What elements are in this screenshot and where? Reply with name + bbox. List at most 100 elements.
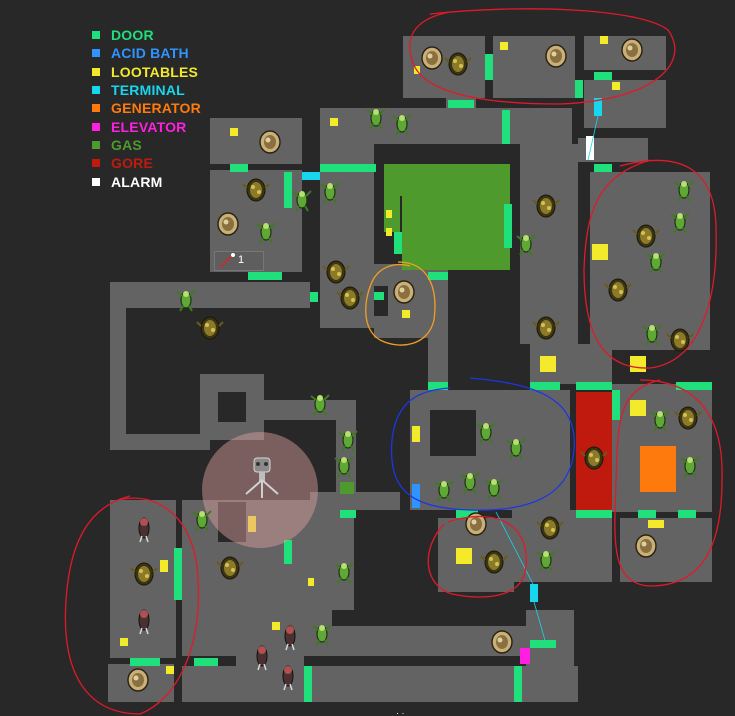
enemy-shadow-icon [196,316,224,340]
door [304,666,312,702]
legend-item-lootables: LOOTABLES [92,63,201,81]
legend-label: GORE [111,155,154,172]
legend-label: DOOR [111,27,154,44]
door [284,540,292,564]
room [210,118,302,164]
door [130,658,160,666]
tool-counter[interactable]: 1 [214,251,264,271]
lootable [166,666,174,674]
door [248,272,282,280]
generator [640,446,676,492]
door [394,232,402,254]
room [590,172,710,350]
room [310,510,354,610]
terminal [594,98,602,116]
lootable [412,426,420,442]
enemy-pouncer-icon [393,280,415,304]
enemy-scout-icon [138,609,150,635]
door [678,510,696,518]
enemy-pouncer-icon [635,534,657,558]
room [310,492,400,510]
door [502,110,510,144]
enemy-pouncer-icon [217,212,239,236]
lootable [330,118,338,126]
door [594,72,612,80]
lootable [230,128,238,136]
legend-swatch [92,122,100,131]
walls-layer [218,286,476,542]
terminal [302,172,320,180]
door [230,164,248,172]
legend-item-elevator: ELEVATOR [92,117,201,135]
gas-area [340,164,510,494]
wall [374,286,388,316]
lootable [120,638,128,646]
lootable [386,210,392,218]
legend-label: ALARM [111,173,163,190]
door [612,390,620,420]
room [182,666,578,702]
door [530,640,556,648]
door [448,100,474,108]
gas-zone [402,196,510,270]
lootable [386,228,392,236]
lootable [600,36,608,44]
legend-swatch [92,49,100,58]
annotation-red-circle [409,8,676,105]
wall [430,410,476,456]
lootable [630,400,646,416]
lootable [456,548,472,564]
legend-swatch [92,31,100,40]
gas-zone [340,482,354,494]
room [306,626,526,656]
legend-item-door: DOOR [92,26,201,44]
gas-zone [384,164,510,196]
elevator [520,648,530,664]
legend-item-gas: GAS [92,136,201,154]
room [320,108,502,144]
legend-swatch [92,177,100,186]
doors-layer [130,54,712,702]
door [576,382,612,390]
door [594,164,612,172]
enemy-pouncer-icon [545,44,567,68]
door [194,658,218,666]
lootables-layer [120,36,664,674]
annotation-orange-circle [365,261,436,346]
legend-swatch [92,67,100,76]
terminals-layer [302,98,602,602]
door [428,272,448,280]
enemy-pouncer-icon [491,630,513,654]
legend-label: ACID BATH [111,45,189,62]
door [320,164,376,172]
legend-item-alarm: ALARM [92,172,201,190]
offmap-marker: · · [396,708,405,716]
legend-label: LOOTABLES [111,63,199,80]
acid-bath [412,484,420,508]
room [428,270,448,382]
door [530,382,560,390]
door [428,382,448,390]
door [174,548,182,600]
legend-label: GENERATOR [111,100,201,117]
enemy-scout-icon [256,645,268,671]
legend-item-generator: GENERATOR [92,99,201,117]
terminal [530,584,538,602]
annotations-layer [64,8,723,715]
legend-item-terminal: TERMINAL [92,81,201,99]
lootable [500,42,508,50]
enemy-pouncer-icon [259,130,281,154]
annotation-red-circle [64,495,200,715]
door [456,510,478,518]
room [262,400,354,420]
lootable [160,560,168,572]
door [340,510,356,518]
door [284,172,292,208]
legend-label: ELEVATOR [111,118,187,135]
room [512,510,612,582]
gas-zone [384,164,400,232]
enemy-scout-icon [138,517,150,543]
